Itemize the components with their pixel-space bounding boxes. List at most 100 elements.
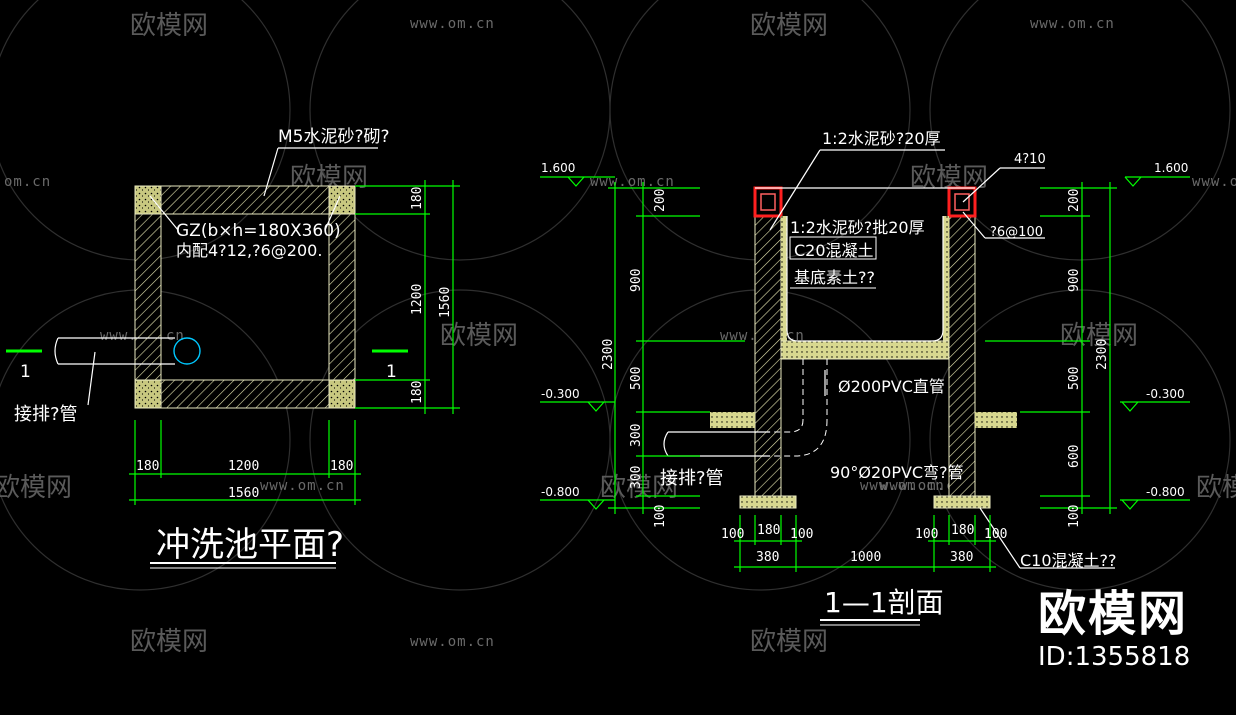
brand-badge-name: 欧模网: [1038, 586, 1189, 642]
section-dim-left: 200: [653, 189, 668, 212]
elev-mid-right: -0.300: [1146, 387, 1185, 401]
section-dim-bottom-right: 100: [915, 527, 938, 542]
plan-dim-right: 180: [410, 187, 425, 210]
section-title: 1—1剖面: [824, 586, 944, 619]
watermark-brand: 欧模网: [750, 627, 828, 657]
plan-pipe-note: 接排?管: [14, 404, 78, 425]
elev-top-left: 1.600: [541, 161, 575, 175]
section-dim-right: 200: [1067, 189, 1082, 212]
watermark-url: www.om.cn: [860, 478, 945, 494]
elev-top-right: 1.600: [1154, 161, 1188, 175]
section-dim-right: 900: [1067, 269, 1082, 292]
brand-badge: 欧模网 ID:1355818: [1038, 586, 1208, 672]
watermark-url: www.om.cn: [260, 478, 345, 494]
watermark-brand: 欧模网: [600, 473, 678, 503]
section-dim-left: 2300: [601, 339, 616, 370]
watermark-brand: 欧模网: [1060, 321, 1138, 351]
plan-dim-bottom: 1200: [228, 459, 259, 474]
section-stirrup-note: ?6@100: [990, 225, 1043, 240]
section-dim-right: 500: [1067, 367, 1082, 390]
section-view: 1:2水泥砂?20厚 1:2水泥砂?批20厚 C20混凝土 基底素土?? 4?1…: [540, 129, 1190, 626]
leader-line: [87, 351, 96, 406]
section-dim-bottom-left: 180: [757, 523, 780, 538]
ring-beam-left: [753, 186, 783, 218]
watermark-brand: 欧模网: [0, 473, 72, 503]
plan-title: 冲洗池平面?: [156, 525, 344, 565]
watermark-url: www.om.cn: [410, 16, 495, 32]
watermark-brand: 欧模网: [440, 321, 518, 351]
leader-line: [263, 147, 279, 197]
section-rebar-note: 4?10: [1014, 152, 1046, 167]
section-dim-bottom-right: 100: [984, 527, 1007, 542]
section-inner-note-3: 基底素土??: [794, 268, 875, 287]
plan-dim-right: 1560: [438, 287, 453, 318]
inner-plaster: [943, 216, 949, 341]
plan-section-mark-right: 1: [386, 362, 397, 382]
section-pipe-elbow: 90°Ø20PVC弯?管: [830, 463, 964, 482]
plan-dim-bottom: 180: [136, 459, 159, 474]
plan-column: [328, 185, 356, 215]
section-dim-bottom-left: 100: [790, 527, 813, 542]
watermark-brand: 欧模网: [750, 11, 828, 41]
watermark-url: www.om.cn: [1030, 16, 1115, 32]
section-dim-bottom-right: 380: [950, 550, 973, 565]
plan-dim-right: 180: [410, 381, 425, 404]
watermark-url: www.om.cn: [1192, 174, 1236, 190]
plan-column: [134, 185, 162, 215]
ring-beam-right: [947, 186, 977, 218]
footing: [933, 495, 991, 509]
tank-inner-outline: [786, 216, 944, 342]
watermark-brand: 欧模网: [1196, 473, 1236, 503]
plan-dim-right: 1200: [410, 284, 425, 315]
section-footing-note: C10混凝土??: [1020, 551, 1117, 570]
section-dim-bottom-right: 180: [951, 523, 974, 538]
inner-plaster: [781, 216, 787, 341]
section-inner-note-2: C20混凝土: [794, 241, 874, 260]
section-dim-bottom-left: 100: [721, 527, 744, 542]
plan-dim-bottom: 1560: [228, 486, 259, 501]
watermark-url: om.cn: [4, 174, 51, 190]
leader-line: [149, 195, 179, 231]
watermark-url: www.om.cn: [410, 634, 495, 650]
plan-column-note-2: 内配4?12,?6@200.: [176, 241, 322, 260]
plan-wall-bottom: [134, 379, 356, 409]
plan-column: [134, 379, 162, 409]
section-top-note: 1:2水泥砂?20厚: [822, 129, 941, 148]
watermark-url: www.om.cn: [880, 478, 965, 494]
elev-low-right: -0.800: [1146, 485, 1185, 499]
watermark-brand: 欧模网: [130, 11, 208, 41]
section-dim-right: 2300: [1095, 339, 1110, 370]
plan-view: M5水泥砂?砌? GZ(b×h=180X360) 内配4?12,?6@200. …: [6, 127, 460, 569]
section-dim-bottom-left: 380: [756, 550, 779, 565]
section-dim-left: 300: [629, 424, 644, 447]
section-dim-left: 100: [653, 505, 668, 528]
section-dim-left: 500: [629, 367, 644, 390]
plan-pipe-end: [54, 337, 59, 365]
ground-fill: [975, 412, 1017, 428]
section-inner-note-1: 1:2水泥砂?批20厚: [790, 218, 925, 237]
section-wall-right: [948, 187, 976, 497]
section-dim-left: 300: [629, 466, 644, 489]
section-dim-right: 100: [1067, 505, 1082, 528]
footing: [739, 495, 797, 509]
section-pipe-straight: Ø200PVC直管: [838, 377, 945, 396]
plan-drain-hole: [173, 337, 201, 365]
plan-column: [328, 379, 356, 409]
section-drain-note: 接排?管: [660, 468, 724, 489]
bottom-slab: [780, 340, 950, 360]
section-dim-right: 600: [1067, 445, 1082, 468]
watermark-url: www.om.cn: [590, 174, 675, 190]
plan-column-note-1: GZ(b×h=180X360): [176, 221, 341, 241]
elev-low-left: -0.800: [541, 485, 580, 499]
leader-line: [324, 195, 341, 231]
ground-fill: [710, 412, 755, 428]
plan-section-mark-left: 1: [20, 362, 31, 382]
plan-wall-top: [134, 185, 356, 215]
watermark-brand: 欧模网: [130, 627, 208, 657]
plan-mortar-note: M5水泥砂?砌?: [278, 127, 390, 147]
plan-dim-bottom: 180: [330, 459, 353, 474]
brand-badge-id: ID:1355818: [1038, 642, 1191, 672]
watermark-texts: 欧模网 www.om.cn 欧模网 www.om.cn om.cn 欧模网 ww…: [0, 11, 1236, 657]
plan-wall-left: [134, 213, 162, 381]
